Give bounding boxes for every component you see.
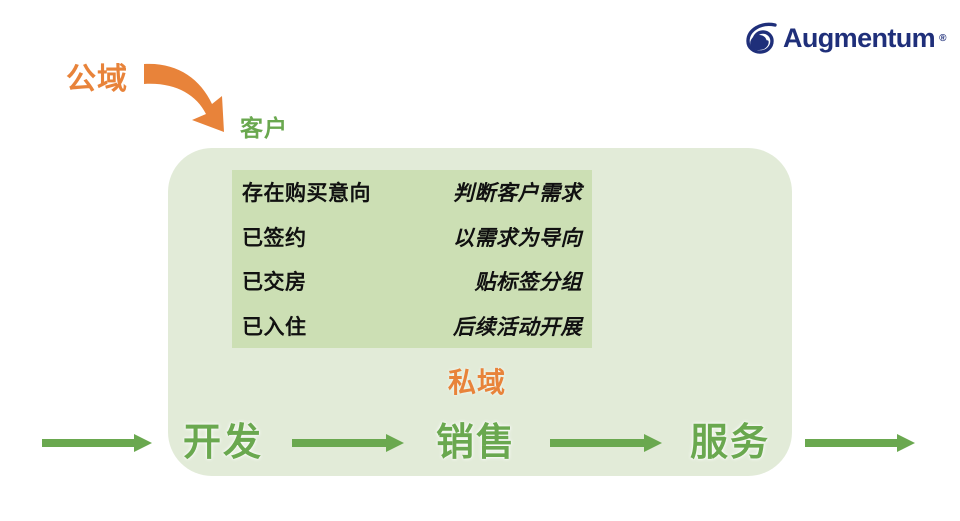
flow-arrow-4-icon (805, 434, 915, 452)
stage-cell: 存在购买意向 (242, 182, 371, 206)
registered-mark: ® (939, 32, 947, 44)
augmentum-spiral-icon (745, 21, 779, 55)
private-domain-label: 私域 (448, 367, 507, 398)
stage-cell: 已入住 (242, 315, 307, 339)
stage-cell: 已交房 (242, 271, 307, 295)
stage-cell: 已签约 (242, 226, 307, 250)
action-cell: 后续活动开展 (453, 315, 582, 339)
action-cell: 贴标签分组 (474, 271, 582, 295)
table-row: 存在购买意向 判断客户需求 (232, 170, 592, 215)
customer-stage-box: 存在购买意向 判断客户需求 已签约 以需求为导向 已交房 贴标签分组 已入住 后… (232, 170, 592, 348)
flow-stage-development: 开发 (183, 422, 264, 464)
flow-stage-sales: 销售 (436, 422, 517, 464)
action-cell: 判断客户需求 (453, 182, 582, 206)
customer-stage-table: 存在购买意向 判断客户需求 已签约 以需求为导向 已交房 贴标签分组 已入住 后… (232, 170, 592, 348)
brand-logo: Augmentum ® (745, 21, 946, 55)
brand-name: Augmentum (783, 22, 936, 53)
customer-label: 客户 (240, 115, 288, 141)
table-row: 已签约 以需求为导向 (232, 215, 592, 260)
public-domain-label: 公域 (66, 63, 128, 96)
action-cell: 以需求为导向 (453, 226, 582, 250)
curved-orange-arrow-icon (140, 52, 260, 132)
flow-arrow-1-icon (42, 434, 152, 452)
process-flow (0, 408, 960, 476)
flow-arrow-3-icon (550, 434, 662, 452)
table-row: 已交房 贴标签分组 (232, 259, 592, 304)
flow-arrow-2-icon (292, 434, 404, 452)
flow-stage-service: 服务 (690, 422, 771, 464)
table-row: 已入住 后续活动开展 (232, 304, 592, 349)
